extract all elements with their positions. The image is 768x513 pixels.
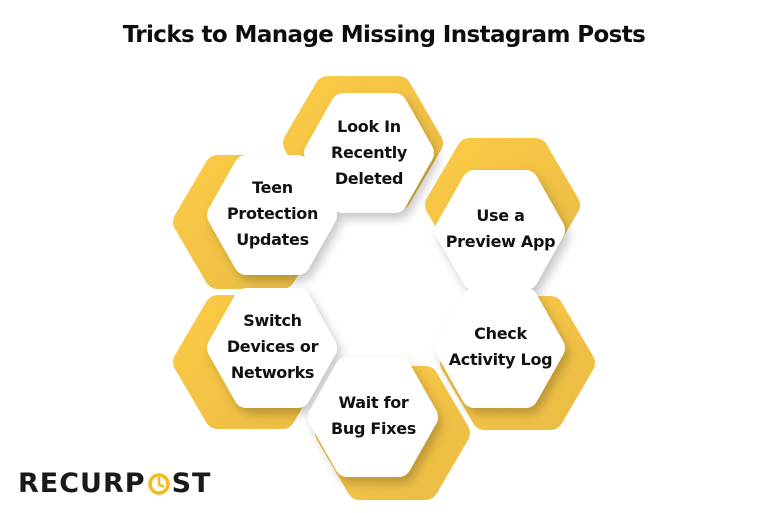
white-hex-switch	[207, 288, 337, 408]
item-teen-protection-updates: Teen Protection Updates	[210, 161, 335, 267]
item-wait-for-bug-fixes: Wait for Bug Fixes	[311, 363, 436, 469]
item-check-activity-log: Check Activity Log	[438, 294, 563, 400]
clock-icon	[147, 472, 171, 496]
item-use-a-preview-app: Use a Preview App	[438, 176, 563, 282]
white-hexes	[207, 93, 565, 477]
item-label: Teen Protection Updates	[226, 178, 319, 249]
logo-text-end: ST	[171, 468, 212, 499]
recurpost-logo: RECURP ST	[18, 468, 211, 499]
item-label: Switch Devices or Networks	[226, 311, 319, 382]
white-hex-activity	[435, 288, 565, 408]
item-label: Wait for Bug Fixes	[330, 393, 417, 438]
white-hex-preview	[435, 170, 565, 290]
item-label: Check Activity Log	[448, 324, 553, 369]
white-hex-bug	[308, 357, 438, 477]
logo-text-start: RECURP	[18, 468, 146, 499]
item-label: Use a Preview App	[445, 206, 556, 251]
white-hex-look-in	[304, 93, 434, 213]
page-title: Tricks to Manage Missing Instagram Posts	[122, 22, 646, 48]
item-label: Look In Recently Deleted	[330, 117, 408, 188]
item-look-in-recently-deleted: Look In Recently Deleted	[309, 100, 429, 206]
white-hex-teen	[207, 155, 337, 275]
item-switch-devices-or-networks: Switch Devices or Networks	[210, 294, 335, 400]
